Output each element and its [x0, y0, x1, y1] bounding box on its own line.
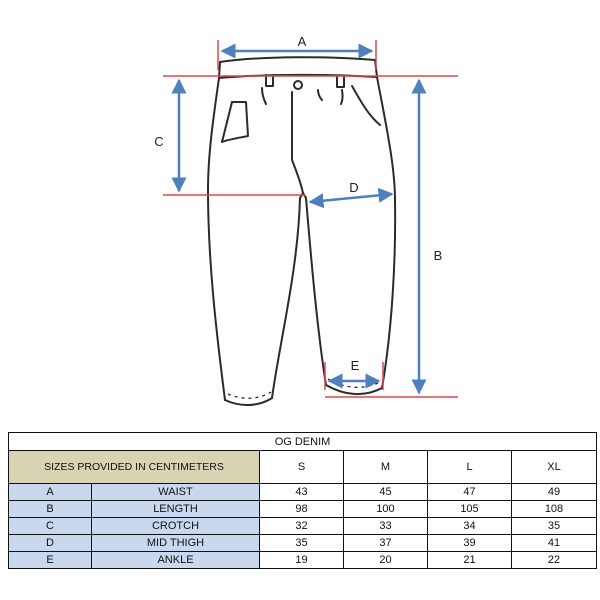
table-row-length: B LENGTH 98 100 105 108: [8, 500, 597, 518]
table-cell: 108: [511, 500, 597, 518]
label-d: D: [349, 180, 358, 195]
row-measurement-name: CROTCH: [91, 517, 260, 535]
table-title-row: OG DENIM: [8, 432, 597, 451]
reference-lines: [163, 40, 458, 398]
table-cell: 33: [343, 517, 428, 535]
pants-outline: [207, 56, 397, 406]
table-row-waist: A WAIST 43 45 47 49: [8, 483, 597, 501]
row-measurement-name: WAIST: [91, 483, 260, 501]
table-row-crotch: C CROTCH 32 33 34 35: [8, 517, 597, 535]
row-measurement-name: ANKLE: [91, 551, 260, 569]
table-cell: 39: [427, 534, 512, 552]
table-cell: 47: [427, 483, 512, 501]
label-e: E: [351, 358, 360, 373]
row-measurement-name: MID THIGH: [91, 534, 260, 552]
row-code: B: [8, 500, 92, 518]
table-row-ankle: E ANKLE 19 20 21 22: [8, 551, 597, 569]
row-code: E: [8, 551, 92, 569]
table-cell: 45: [343, 483, 428, 501]
measurement-arrows: [171, 43, 427, 395]
table-cell: 35: [259, 534, 344, 552]
table-cell: 41: [511, 534, 597, 552]
size-header-l: L: [427, 450, 512, 484]
arrow-d: [308, 187, 394, 209]
table-cell: 100: [343, 500, 428, 518]
table-cell: 43: [259, 483, 344, 501]
table-cell: 35: [511, 517, 597, 535]
row-code: D: [8, 534, 92, 552]
pants-measurement-diagram: A B C D E: [154, 34, 458, 406]
table-row-mid-thigh: D MID THIGH 35 37 39 41: [8, 534, 597, 552]
size-header-m: M: [343, 450, 428, 484]
table-cell: 19: [259, 551, 344, 569]
table-cell: 105: [427, 500, 512, 518]
size-header-s: S: [259, 450, 344, 484]
units-header: SIZES PROVIDED IN CENTIMETERS: [8, 450, 260, 484]
table-cell: 49: [511, 483, 597, 501]
table-header-row: SIZES PROVIDED IN CENTIMETERS S M L XL: [8, 450, 597, 484]
table-cell: 34: [427, 517, 512, 535]
table-cell: 37: [343, 534, 428, 552]
row-code: A: [8, 483, 92, 501]
table-cell: 20: [343, 551, 428, 569]
table-cell: 22: [511, 551, 597, 569]
table-cell: 98: [259, 500, 344, 518]
label-c: C: [154, 134, 163, 149]
table-cell: 21: [427, 551, 512, 569]
row-measurement-name: LENGTH: [91, 500, 260, 518]
label-b: B: [434, 248, 443, 263]
size-header-xl: XL: [511, 450, 597, 484]
table-title: OG DENIM: [8, 432, 597, 451]
table-cell: 32: [259, 517, 344, 535]
size-chart-table: OG DENIM SIZES PROVIDED IN CENTIMETERS S…: [8, 432, 597, 569]
row-code: C: [8, 517, 92, 535]
label-a: A: [298, 34, 307, 49]
